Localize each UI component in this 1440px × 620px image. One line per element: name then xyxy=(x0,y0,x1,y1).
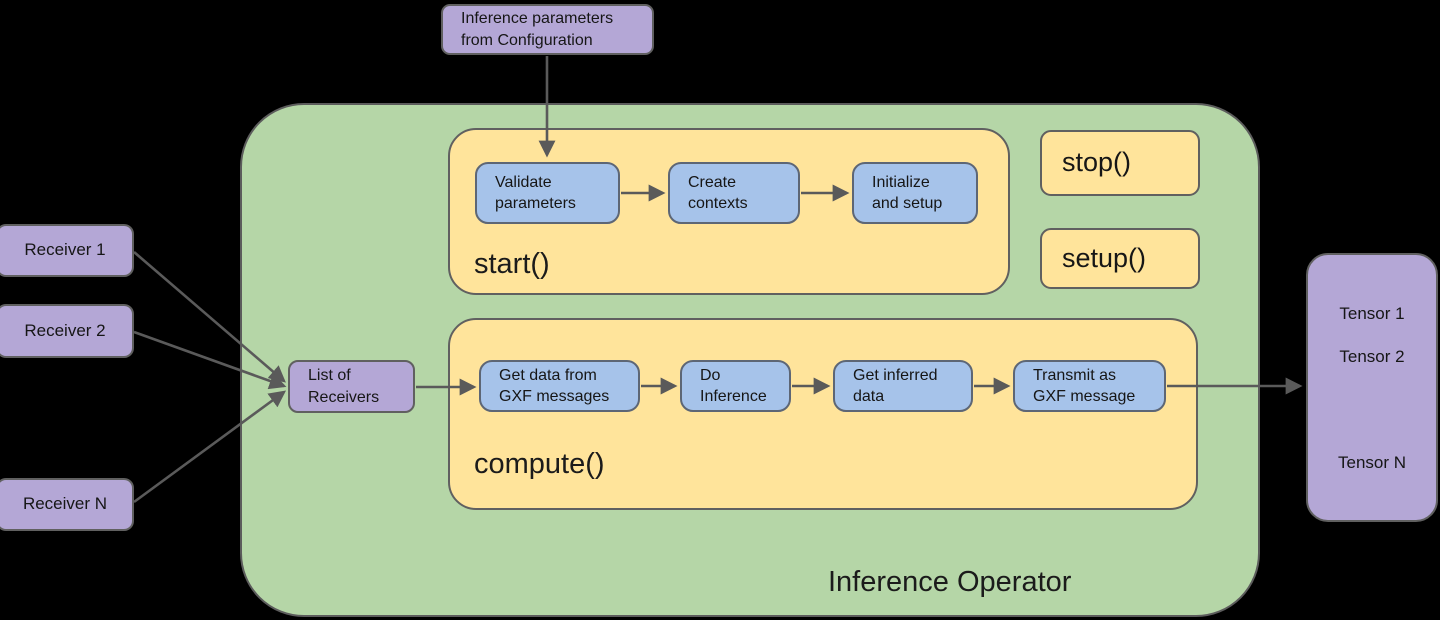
step-transmit-as-gxf: Transmit as GXF message xyxy=(1013,360,1166,412)
tensor-n-label: Tensor N xyxy=(1337,453,1407,472)
receiver-2-box: Receiver 2 xyxy=(0,304,134,358)
receiver-1-box: Receiver 1 xyxy=(0,224,134,277)
compute-method-label: compute() xyxy=(474,448,605,480)
step-get-inferred-data: Get inferred data xyxy=(833,360,973,412)
step-get-data-from-gxf: Get data from GXF messages xyxy=(479,360,640,412)
inference-operator-title: Inference Operator xyxy=(828,566,1072,598)
receiver-n-box: Receiver N xyxy=(0,478,134,531)
stop-method-box: stop() xyxy=(1040,130,1200,196)
step-do-inference: Do Inference xyxy=(680,360,791,412)
start-method-label: start() xyxy=(474,248,550,280)
setup-method-box: setup() xyxy=(1040,228,1200,289)
tensor-output-box: Tensor 1 Tensor 2 Tensor N xyxy=(1306,253,1438,522)
compute-method-group xyxy=(448,318,1198,510)
step-initialize-and-setup: Initialize and setup xyxy=(852,162,978,224)
list-of-receivers-box: List of Receivers xyxy=(288,360,415,413)
config-parameters-box: Inference parameters from Configuration xyxy=(441,4,654,55)
tensor-1-label: Tensor 1 xyxy=(1339,304,1405,323)
step-create-contexts: Create contexts xyxy=(668,162,800,224)
tensor-2-label: Tensor 2 xyxy=(1339,347,1405,366)
step-validate-parameters: Validate parameters xyxy=(475,162,620,224)
